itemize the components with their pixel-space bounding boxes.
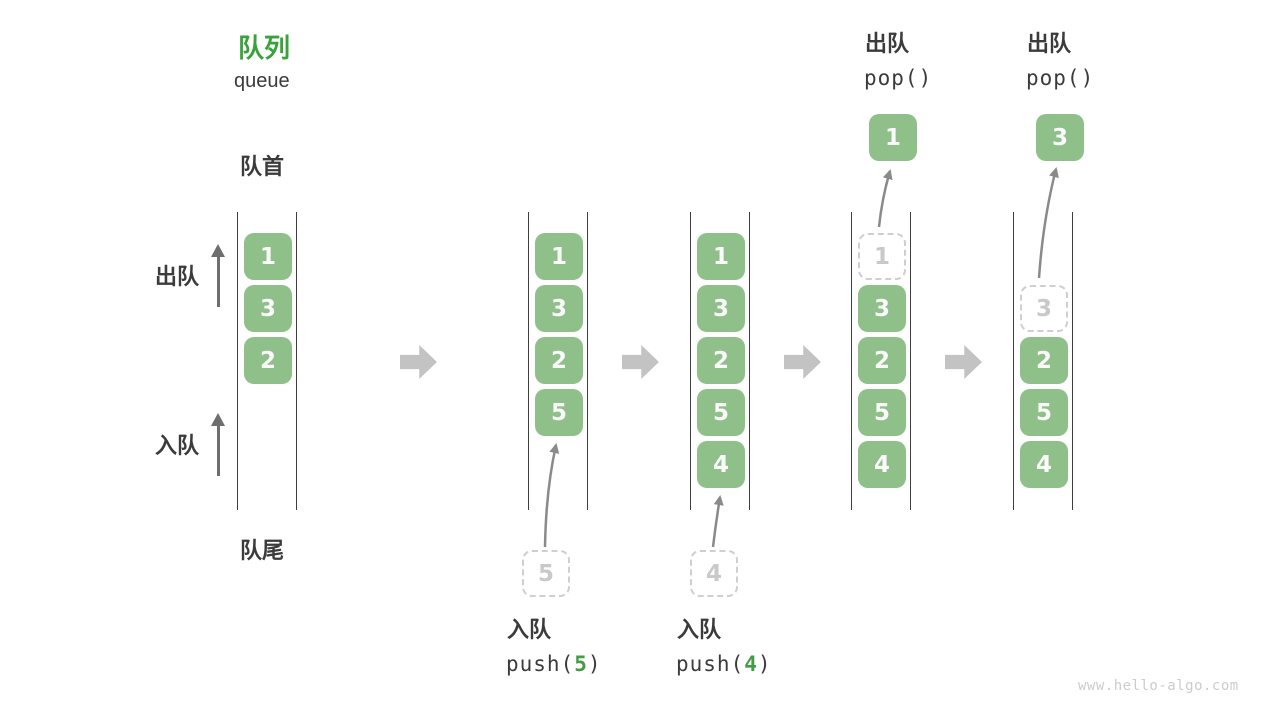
queue-item: 5	[535, 389, 583, 436]
dequeue-op-label: 出队	[1027, 31, 1072, 56]
queue-item: 2	[697, 337, 745, 384]
queue-column-4	[851, 212, 911, 510]
enqueue-op-label: 入队	[677, 617, 722, 642]
queue-item: 3	[697, 285, 745, 332]
dequeue-op-code: pop()	[1026, 66, 1095, 90]
queue-item: 1	[697, 233, 745, 280]
enqueue-direction-arrow-icon	[211, 413, 225, 476]
queue-column-2	[528, 212, 588, 510]
diagram-title-en: queue	[234, 70, 290, 92]
queue-item: 4	[1020, 441, 1068, 488]
queue-item: 2	[858, 337, 906, 384]
pending-enqueue-box: 5	[522, 550, 570, 597]
queue-item: 3	[535, 285, 583, 332]
popped-value-box: 3	[1036, 114, 1084, 161]
queue-rear-label: 队尾	[240, 538, 285, 563]
enqueue-pointer-arrow-icon	[543, 443, 560, 548]
enqueue-pointer-arrow-icon	[711, 495, 724, 548]
queue-item: 3	[858, 285, 906, 332]
queue-item: 1	[535, 233, 583, 280]
queue-item: 2	[535, 337, 583, 384]
code-text: push(	[506, 652, 575, 676]
code-text: )	[587, 652, 602, 676]
dequeue-op-label: 出队	[865, 31, 910, 56]
pending-enqueue-box: 4	[690, 550, 738, 597]
queue-item: 5	[1020, 389, 1068, 436]
queue-item: 2	[244, 337, 292, 384]
queue-front-label: 队首	[240, 154, 285, 179]
queue-item-removed: 3	[1020, 285, 1068, 332]
queue-item: 4	[697, 441, 745, 488]
queue-column-5	[1013, 212, 1073, 510]
code-text: )	[757, 652, 772, 676]
dequeue-pointer-arrow-icon	[877, 169, 893, 228]
queue-column-3	[690, 212, 750, 510]
queue-item: 5	[697, 389, 745, 436]
popped-value-box: 1	[869, 114, 917, 161]
queue-item-removed: 1	[858, 233, 906, 280]
code-text: push(	[676, 652, 745, 676]
dequeue-pointer-arrow-icon	[1037, 167, 1059, 279]
enqueue-op-code: push(5)	[506, 652, 602, 676]
enqueue-op-code: push(4)	[676, 652, 772, 676]
code-arg-value: 4	[744, 652, 758, 676]
queue-item: 4	[858, 441, 906, 488]
queue-item: 5	[858, 389, 906, 436]
diagram-title-zh: 队列	[238, 33, 291, 63]
enqueue-side-label: 入队	[155, 433, 200, 458]
dequeue-direction-arrow-icon	[211, 244, 225, 307]
queue-column-1	[237, 212, 297, 510]
code-arg-value: 5	[574, 652, 588, 676]
queue-item: 2	[1020, 337, 1068, 384]
enqueue-op-label: 入队	[507, 617, 552, 642]
queue-item: 3	[244, 285, 292, 332]
dequeue-op-code: pop()	[864, 66, 933, 90]
watermark: www.hello-algo.com	[1078, 678, 1239, 694]
queue-item: 1	[244, 233, 292, 280]
dequeue-side-label: 出队	[155, 264, 200, 289]
